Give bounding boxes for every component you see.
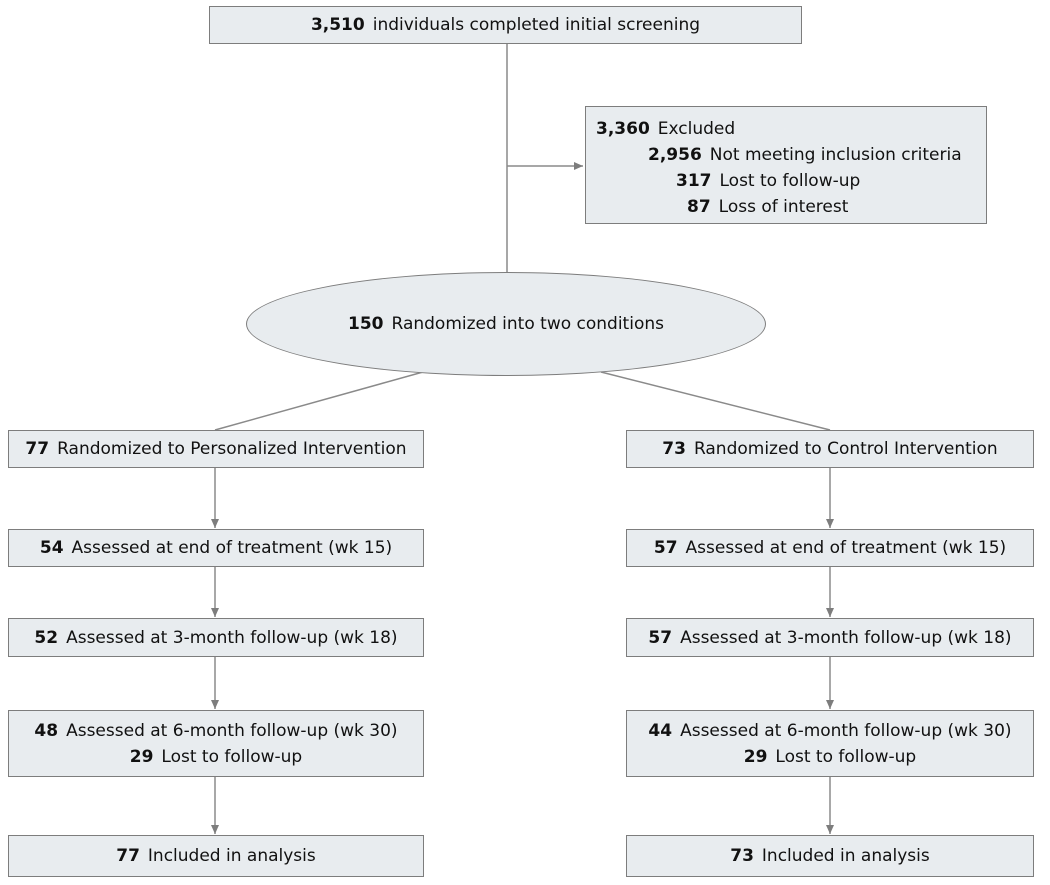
- right-3-month-box: 57 Assessed at 3-month follow-up (wk 18): [626, 618, 1034, 657]
- left-fu6-line: 48 Assessed at 6-month follow-up (wk 30): [34, 718, 397, 744]
- left-analysis-count: 77: [116, 846, 140, 866]
- right-fu6-count: 44: [648, 720, 673, 741]
- right-fu6-line: 44 Assessed at 6-month follow-up (wk 30): [648, 718, 1011, 744]
- excluded-item: 317 Lost to follow-up: [676, 168, 860, 194]
- right-eot-count: 57: [653, 538, 678, 558]
- randomized-to-right-line: [600, 371, 831, 431]
- right-fu6-label: Assessed at 6-month follow-up (wk 30): [680, 720, 1012, 741]
- left-lost-line: 29 Lost to follow-up: [130, 744, 302, 770]
- excluded-box: 3,360 Excluded 2,956 Not meeting inclusion…: [585, 106, 987, 224]
- left-end-of-treatment-box: 54 Assessed at end of treatment (wk 15): [8, 529, 424, 567]
- right-analysis-box: 73 Included in analysis: [626, 835, 1034, 877]
- excluded-count: 3,360: [596, 119, 650, 139]
- left-fu6-label: Assessed at 6-month follow-up (wk 30): [66, 720, 398, 741]
- left-eot-label: Assessed at end of treatment (wk 15): [71, 538, 393, 558]
- right-lost-line: 29 Lost to follow-up: [744, 744, 916, 770]
- excluded-item-label: Not meeting inclusion criteria: [709, 145, 962, 165]
- right-fu3-count: 57: [648, 627, 673, 648]
- right-analysis-count: 73: [730, 846, 754, 866]
- excluded-header: 3,360 Excluded: [596, 116, 735, 142]
- left-lost-count: 29: [129, 746, 154, 767]
- excluded-item-count: 2,956: [648, 145, 702, 165]
- screening-label: individuals completed initial screening: [372, 15, 701, 35]
- excluded-item-count: 87: [687, 197, 711, 217]
- right-analysis-label: Included in analysis: [761, 846, 930, 866]
- left-fu3-count: 52: [34, 627, 59, 648]
- excluded-label: Excluded: [657, 119, 736, 139]
- left-analysis-box: 77 Included in analysis: [8, 835, 424, 877]
- right-eot-label: Assessed at end of treatment (wk 15): [685, 538, 1007, 558]
- randomized-to-left-line: [214, 371, 424, 431]
- left-fu6-count: 48: [34, 720, 59, 741]
- right-arm-label: Randomized to Control Intervention: [693, 439, 998, 459]
- left-arm-label: Randomized to Personalized Intervention: [57, 439, 407, 459]
- left-arm-count: 77: [25, 439, 50, 459]
- right-fu3-label: Assessed at 3-month follow-up (wk 18): [680, 627, 1012, 648]
- right-arm-box: 73 Randomized to Control Intervention: [626, 430, 1034, 468]
- excluded-item: 87 Loss of interest: [687, 194, 848, 220]
- left-eot-count: 54: [39, 538, 64, 558]
- left-analysis-label: Included in analysis: [147, 846, 316, 866]
- randomized-count: 150: [348, 314, 384, 334]
- right-lost-label: Lost to follow-up: [775, 746, 917, 767]
- screening-box: 3,510 individuals completed initial scre…: [209, 6, 802, 44]
- left-arm-box: 77 Randomized to Personalized Interventi…: [8, 430, 424, 468]
- screening-count: 3,510: [310, 15, 365, 35]
- right-arm-count: 73: [662, 439, 686, 459]
- left-lost-label: Lost to follow-up: [161, 746, 303, 767]
- excluded-item-label: Loss of interest: [718, 197, 849, 217]
- right-end-of-treatment-box: 57 Assessed at end of treatment (wk 15): [626, 529, 1034, 567]
- excluded-item-label: Lost to follow-up: [719, 171, 861, 191]
- randomized-label: Randomized into two conditions: [391, 314, 664, 334]
- left-fu3-label: Assessed at 3-month follow-up (wk 18): [66, 627, 398, 648]
- left-3-month-box: 52 Assessed at 3-month follow-up (wk 18): [8, 618, 424, 657]
- excluded-item: 2,956 Not meeting inclusion criteria: [648, 142, 962, 168]
- right-lost-count: 29: [743, 746, 768, 767]
- randomized-ellipse: 150 Randomized into two conditions: [246, 272, 766, 376]
- excluded-item-count: 317: [676, 171, 712, 191]
